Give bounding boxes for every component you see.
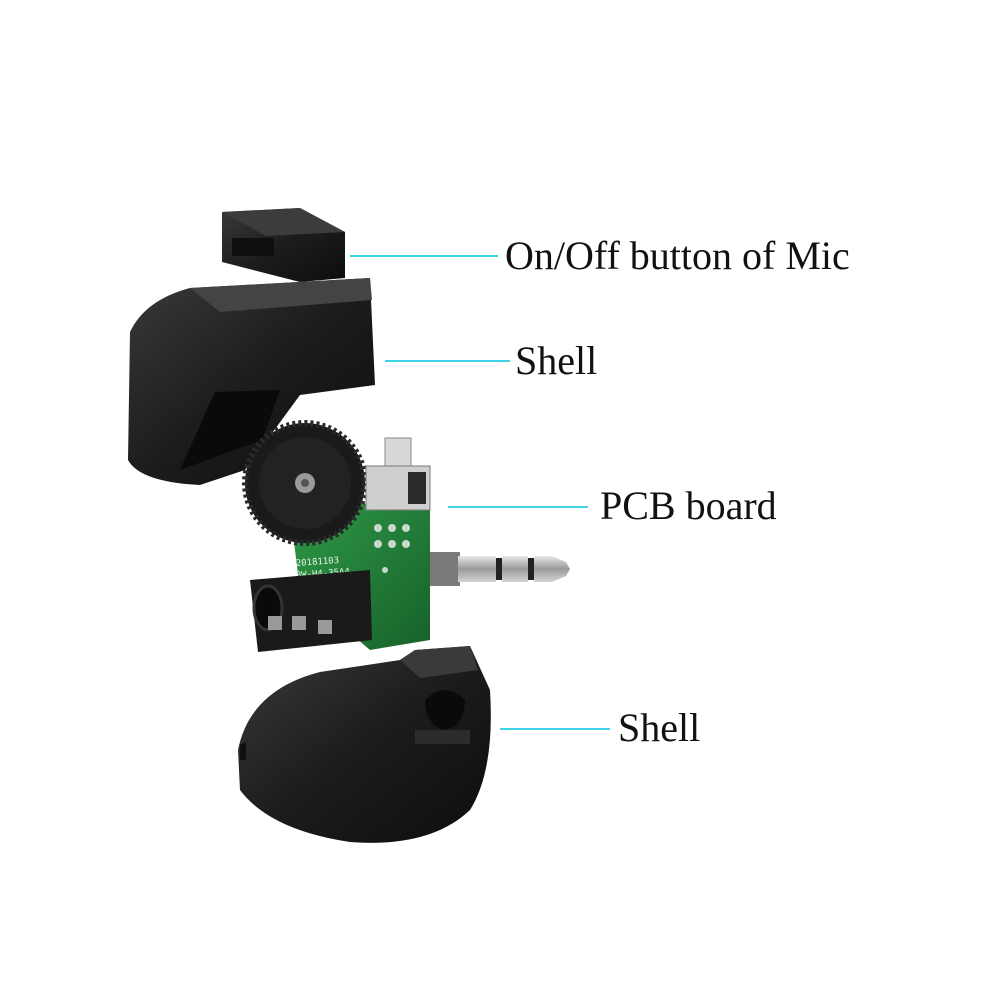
pcb-marking-line1: 20181103 xyxy=(296,556,340,569)
mic-button-part xyxy=(222,208,345,282)
label-pcb-board: PCB board xyxy=(600,483,777,528)
bottom-shell-part xyxy=(238,646,491,843)
leader-line-bottom-shell xyxy=(500,728,610,730)
top-shell-part xyxy=(128,278,375,485)
label-mic-button: On/Off button of Mic xyxy=(505,233,850,278)
leader-line-pcb xyxy=(448,506,588,508)
leader-line-mic-button xyxy=(350,255,498,257)
label-bottom-shell: Shell xyxy=(618,705,701,750)
leader-line-top-shell xyxy=(385,360,510,362)
label-top-shell: Shell xyxy=(515,338,598,383)
pcb-board-part: 20181103 BW-H4-35A4 xyxy=(242,420,570,652)
